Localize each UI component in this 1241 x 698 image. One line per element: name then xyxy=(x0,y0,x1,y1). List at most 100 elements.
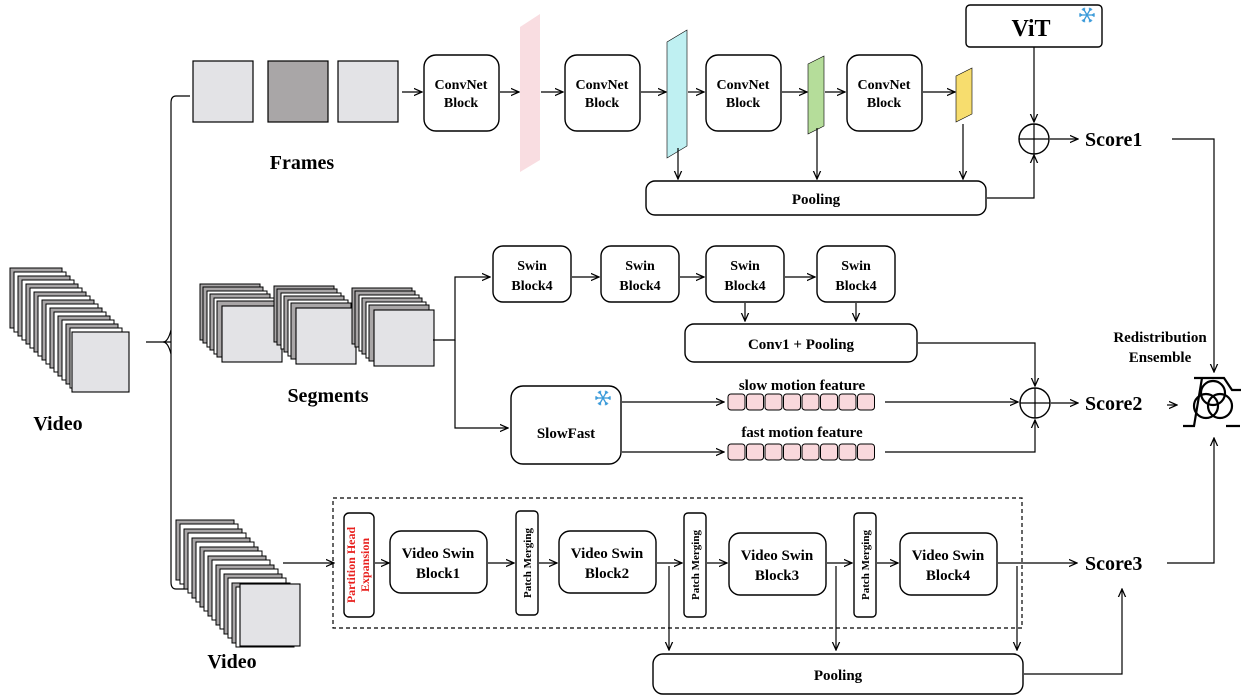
svg-text:Block: Block xyxy=(867,96,901,111)
sum-node-icon xyxy=(1018,123,1050,155)
video-swin-block-3: Video Swin Block3 xyxy=(728,532,827,596)
feature-cell xyxy=(783,393,801,411)
svg-text:Block4: Block4 xyxy=(926,568,971,584)
frame-1 xyxy=(192,60,254,123)
svg-text:Patch Merging: Patch Merging xyxy=(522,528,534,598)
svg-text:Conv1 + Pooling: Conv1 + Pooling xyxy=(748,337,855,353)
pooling-top: Pooling xyxy=(645,180,987,216)
svg-text:Block4: Block4 xyxy=(835,279,876,294)
segment-frame xyxy=(221,305,283,363)
segment-stacks xyxy=(199,283,435,367)
svg-text:Video Swin: Video Swin xyxy=(402,546,475,562)
svg-text:Swin: Swin xyxy=(517,259,547,274)
feature-map-green xyxy=(807,55,825,135)
svg-text:Block2: Block2 xyxy=(585,566,629,582)
video-swin-container xyxy=(332,497,1023,629)
svg-text:Swin: Swin xyxy=(625,259,655,274)
video-bottom-label: Video xyxy=(207,651,256,673)
video-swin-block-2: Video Swin Block2 xyxy=(558,530,657,594)
swin-block-1: Swin Block4 xyxy=(492,245,572,303)
svg-text:Block: Block xyxy=(585,96,619,111)
svg-text:ConvNet: ConvNet xyxy=(435,78,488,93)
score1-label: Score1 xyxy=(1085,129,1142,151)
ensemble-label: Ensemble xyxy=(1129,350,1192,366)
feature-cell xyxy=(857,443,875,461)
arrow-seg-swin xyxy=(433,277,490,341)
feature-map-pink xyxy=(520,14,540,172)
svg-text:Patch Merging: Patch Merging xyxy=(690,530,702,600)
segment-frame xyxy=(295,307,357,365)
ensemble-icon xyxy=(1183,376,1241,428)
svg-text:Pooling: Pooling xyxy=(792,192,841,208)
feature-cell xyxy=(801,443,820,461)
feature-cell xyxy=(746,443,764,461)
redistribution-label: Redistribution xyxy=(1113,330,1207,346)
svg-text:Expansion: Expansion xyxy=(358,538,372,592)
frame-3 xyxy=(337,60,399,123)
svg-text:Block1: Block1 xyxy=(416,566,460,582)
feature-cell xyxy=(820,443,838,461)
feature-cell xyxy=(764,393,783,411)
slowfast-box: SlowFast xyxy=(510,385,622,465)
frames-label: Frames xyxy=(270,152,335,174)
video-stack-left xyxy=(9,267,130,393)
convnet-block-1: ConvNet Block xyxy=(423,54,500,132)
svg-text:Video Swin: Video Swin xyxy=(912,548,985,564)
slow-motion-label: slow motion feature xyxy=(739,378,866,394)
feature-cell xyxy=(746,393,764,411)
svg-text:Partition Head: Partition Head xyxy=(344,527,358,604)
patch-merging-2: Patch Merging xyxy=(683,512,707,618)
convnet-block-3: ConvNet Block xyxy=(705,54,782,132)
svg-text:Block: Block xyxy=(444,96,478,111)
svg-text:Patch Merging: Patch Merging xyxy=(860,530,872,600)
arrow-pool-score3 xyxy=(1024,589,1122,675)
svg-text:Block3: Block3 xyxy=(755,568,799,584)
svg-text:ViT: ViT xyxy=(1011,16,1050,42)
svg-text:Swin: Swin xyxy=(841,259,871,274)
svg-text:Video Swin: Video Swin xyxy=(741,548,814,564)
video-frame xyxy=(71,331,130,393)
feature-cell xyxy=(783,443,801,461)
patch-merging-3: Patch Merging xyxy=(853,512,877,618)
swin-block-3: Swin Block4 xyxy=(705,245,785,303)
pooling-bottom: Pooling xyxy=(652,653,1024,695)
svg-text:Block4: Block4 xyxy=(511,279,552,294)
score3-label: Score3 xyxy=(1085,553,1142,575)
swin-block-4: Swin Block4 xyxy=(816,245,896,303)
svg-text:ConvNet: ConvNet xyxy=(858,78,911,93)
bracket-point xyxy=(162,329,172,355)
arrow-pool-sum1 xyxy=(987,155,1034,199)
feature-cell xyxy=(764,443,783,461)
arrow-conv-sum2 xyxy=(918,342,1035,386)
svg-text:SlowFast: SlowFast xyxy=(537,426,595,442)
segment-frame xyxy=(373,309,435,367)
video-stack-bottom xyxy=(175,519,301,648)
svg-text:ConvNet: ConvNet xyxy=(576,78,629,93)
video-left-label: Video xyxy=(33,413,82,435)
feature-cell xyxy=(838,393,857,411)
video-swin-block-1: Video Swin Block1 xyxy=(389,530,488,594)
video-frame xyxy=(239,583,301,647)
arrow-seg-slowfast xyxy=(454,340,508,428)
convnet-block-2: ConvNet Block xyxy=(564,54,641,132)
arrow-score1-ensemble xyxy=(1172,138,1214,372)
conv1-pooling-box: Conv1 + Pooling xyxy=(684,323,918,363)
svg-text:ConvNet: ConvNet xyxy=(717,78,770,93)
feature-cell xyxy=(801,393,820,411)
convnet-block-4: ConvNet Block xyxy=(846,54,923,132)
frame-2 xyxy=(267,60,329,123)
feature-cell xyxy=(838,443,857,461)
svg-text:Block4: Block4 xyxy=(724,279,765,294)
feature-cell xyxy=(727,393,746,411)
fast-motion-label: fast motion feature xyxy=(741,425,863,441)
feature-cell xyxy=(857,393,875,411)
partition-head-box: Partition Head Expansion xyxy=(343,512,375,618)
svg-text:Block: Block xyxy=(726,96,760,111)
score2-label: Score2 xyxy=(1085,393,1142,415)
arrow-score3-ensemble xyxy=(1167,438,1214,564)
slow-feature-vector xyxy=(727,393,875,411)
feature-cell xyxy=(727,443,746,461)
feature-map-yellow xyxy=(955,67,973,123)
svg-text:Video Swin: Video Swin xyxy=(571,546,644,562)
